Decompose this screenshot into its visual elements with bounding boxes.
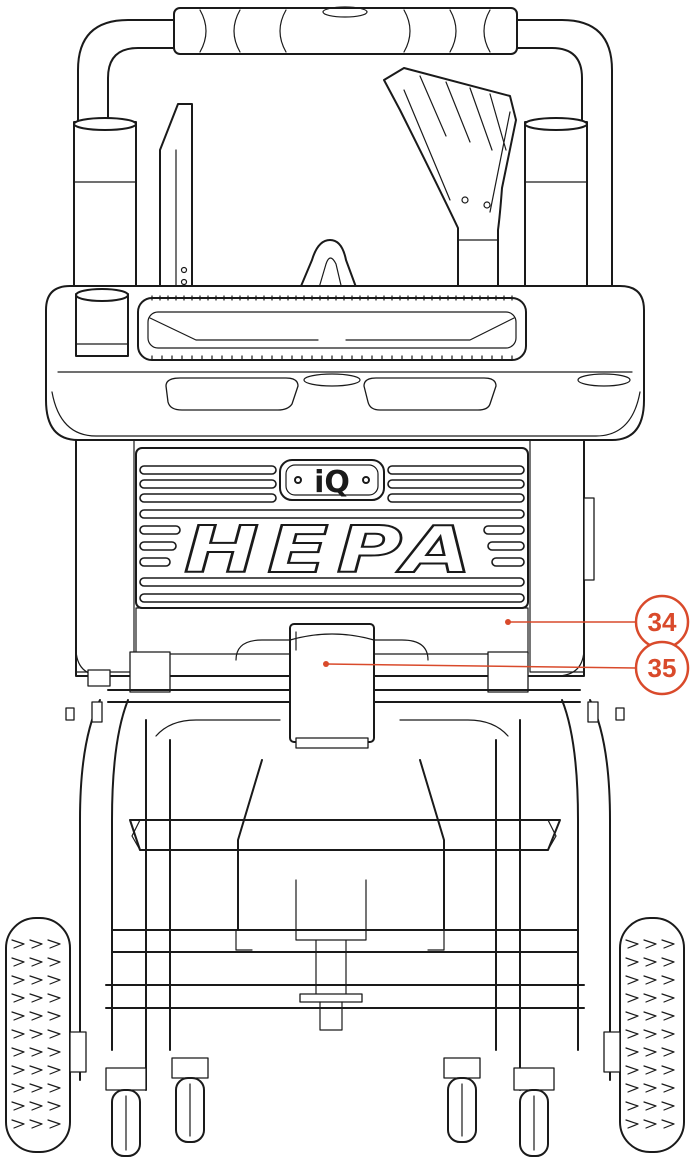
tool-tray [45, 285, 645, 441]
top-handle [77, 6, 613, 291]
callout-34-number: 34 [648, 607, 677, 637]
callout-35-number: 35 [648, 653, 677, 683]
crevice-tool [159, 103, 193, 296]
floor-brush-tool [383, 67, 517, 299]
right-tool-tube [524, 117, 588, 295]
caster-front-right [513, 1067, 555, 1157]
callout-35: 35 [323, 640, 690, 696]
caster-front-left [105, 1067, 147, 1157]
caster-mid-right [443, 1057, 481, 1143]
upholstery-tool [295, 239, 361, 299]
callout-35-circle [634, 640, 690, 696]
chassis-frame [65, 639, 625, 1091]
handle-grip [173, 7, 518, 55]
left-wheel [5, 917, 87, 1153]
hose-mount [289, 623, 375, 1031]
left-tool-tube [73, 117, 137, 293]
iq-logo-badge [279, 459, 385, 501]
iq-logo-text: iQ [314, 465, 350, 500]
hepa-housing: iQ HEPA [75, 439, 595, 677]
right-wheel [603, 917, 685, 1153]
callout-35-leader [325, 663, 637, 669]
hepa-label: HEPA [184, 514, 480, 588]
caster-mid-left [171, 1057, 209, 1143]
